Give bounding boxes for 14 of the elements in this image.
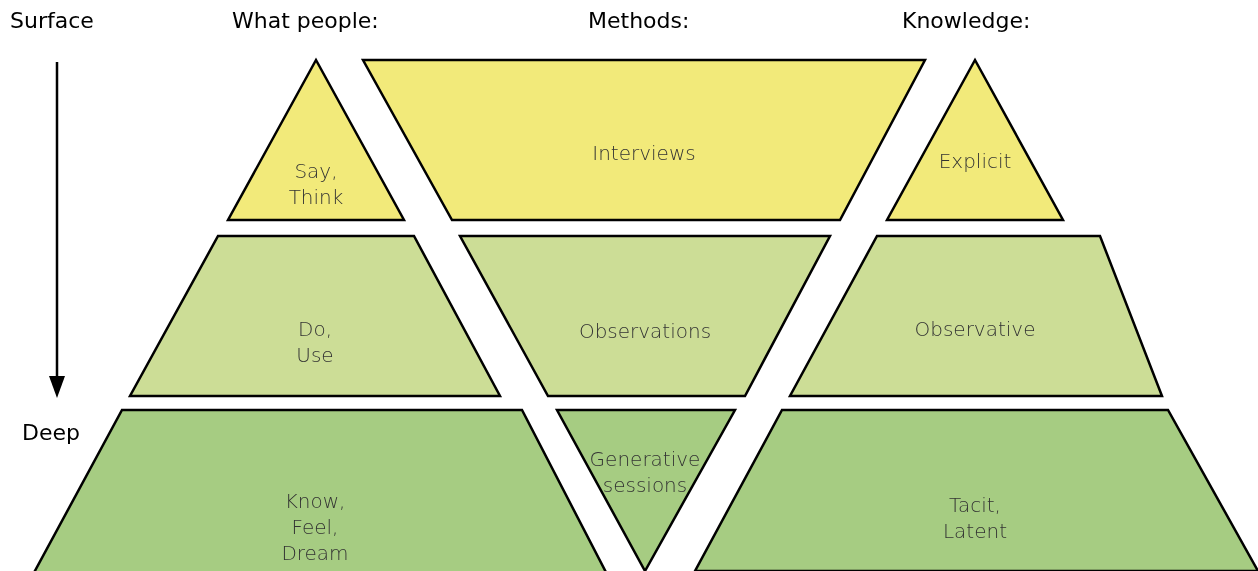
axis-label: Deep — [22, 420, 80, 445]
shape-label: Tacit, Latent — [941, 492, 1009, 544]
shape-label: Observative — [913, 316, 1037, 342]
shape-label: Know, Feel, Dream — [280, 488, 350, 566]
column-heading: Methods: — [588, 8, 690, 33]
column-heading: What people: — [232, 8, 379, 33]
shape-label: Observations — [577, 318, 713, 344]
shape-label: Explicit — [937, 148, 1013, 174]
shape-label: Do, Use — [295, 316, 335, 368]
shape-label: Interviews — [591, 140, 697, 166]
shape-label: Generative sessions — [588, 446, 702, 498]
column-heading: Knowledge: — [902, 8, 1031, 33]
shape-label: Say, Think — [287, 158, 345, 210]
axis-label: Surface — [10, 8, 94, 33]
